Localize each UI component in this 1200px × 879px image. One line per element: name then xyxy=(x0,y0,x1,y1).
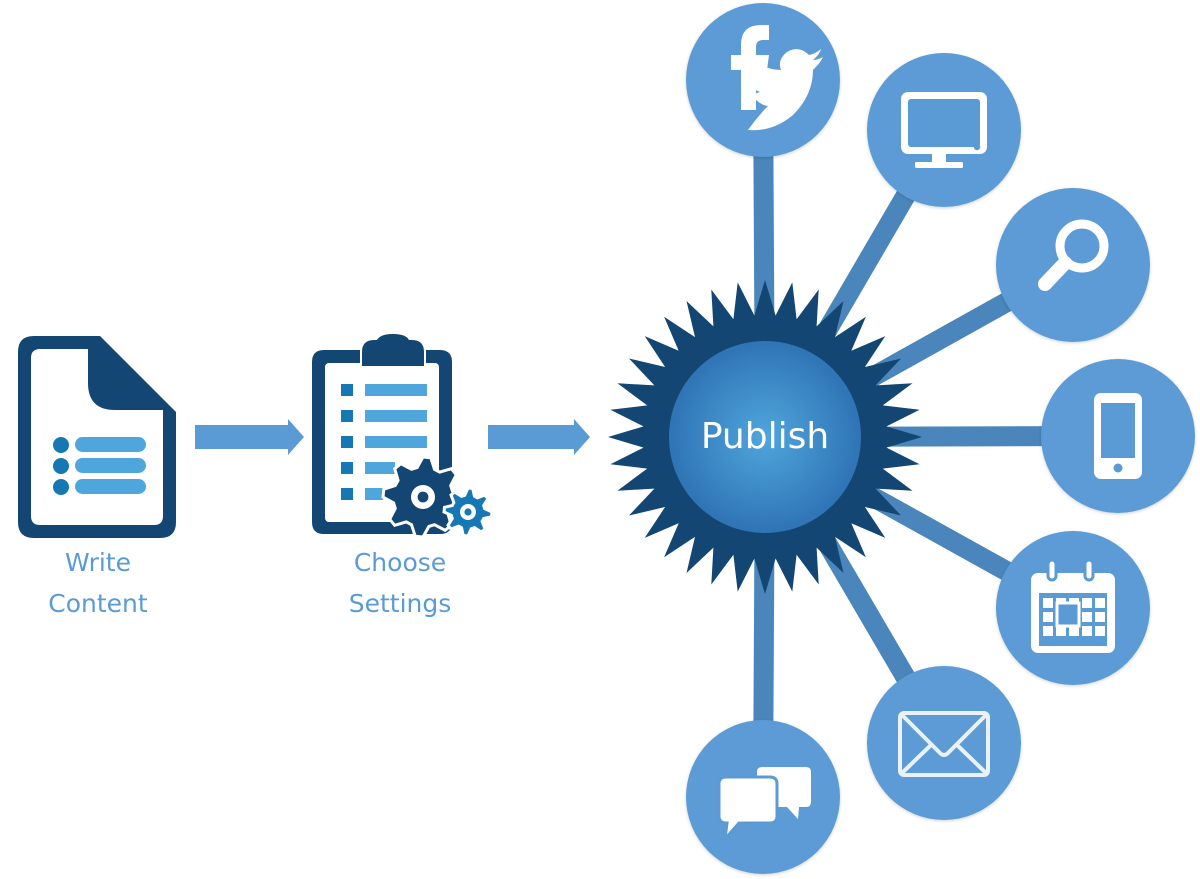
channel-mobile[interactable] xyxy=(1041,359,1195,513)
magnifier-icon xyxy=(1038,219,1109,291)
publish-label[interactable]: Publish xyxy=(700,416,830,457)
calendar-day-cell xyxy=(1095,612,1105,622)
calendar-day-cell xyxy=(1082,612,1092,622)
envelope-frame xyxy=(898,711,990,777)
text-line xyxy=(75,437,146,452)
publish-circle[interactable] xyxy=(669,341,861,533)
write-content-label-line2: Content xyxy=(48,589,148,618)
gear-large-icon xyxy=(381,455,465,539)
channel-desktop[interactable] xyxy=(867,53,1021,207)
chat-bubbles-icon xyxy=(717,767,811,844)
channel-email[interactable] xyxy=(867,666,1021,820)
bullet-dot xyxy=(53,458,69,474)
envelope-flap xyxy=(900,713,988,757)
smartphone-icon xyxy=(1094,393,1142,479)
calendar-highlight xyxy=(1055,601,1081,628)
bullet-dot xyxy=(53,437,69,453)
monitor-base xyxy=(915,162,963,168)
monitor-icon xyxy=(901,92,987,168)
choose-settings-icon xyxy=(312,334,494,539)
calendar-day-cell xyxy=(1056,626,1066,636)
choose-settings-label-line2: Settings xyxy=(348,589,452,618)
bullet-dot xyxy=(53,479,69,495)
publish-hub[interactable] xyxy=(608,280,922,594)
magnifier-handle xyxy=(1038,256,1072,291)
write-content-icon xyxy=(18,336,176,538)
calendar-day-cell xyxy=(1082,598,1092,608)
channel-social-media[interactable] xyxy=(686,3,840,157)
calendar-day-cell xyxy=(1082,626,1092,636)
twitter-icon xyxy=(747,49,823,131)
envelope-icon xyxy=(898,711,990,777)
calendar-day-cell xyxy=(1043,612,1053,622)
envelope-fold xyxy=(955,743,988,775)
channel-calendar[interactable] xyxy=(996,531,1150,685)
gear-hub xyxy=(464,508,472,516)
channel-chat[interactable] xyxy=(686,720,840,874)
channel-circle[interactable] xyxy=(867,666,1021,820)
gear-small-icon xyxy=(442,486,494,538)
power-led xyxy=(973,143,981,151)
channel-group xyxy=(686,3,1195,874)
magnifier-lens xyxy=(1055,219,1109,273)
phone-button xyxy=(1113,463,1123,473)
clipboard-clip xyxy=(362,334,424,366)
gear-hub xyxy=(417,491,429,503)
arrow-settings-to-publish xyxy=(488,419,590,455)
calendar-day-cell xyxy=(1069,626,1079,636)
monitor-screen xyxy=(908,99,980,147)
write-content-label: Write Content xyxy=(28,542,168,624)
calendar-icon xyxy=(1031,558,1115,653)
calendar-ring xyxy=(1083,558,1095,582)
chat-bubble-front xyxy=(717,775,779,844)
facebook-twitter-icon xyxy=(731,25,823,131)
checklist xyxy=(341,384,427,500)
choose-settings-label: Choose Settings xyxy=(330,542,470,624)
write-content-label-line1: Write xyxy=(64,548,131,577)
calendar-day-cell xyxy=(1095,626,1105,636)
calendar-day-cell xyxy=(1043,598,1053,608)
calendar-day-cell xyxy=(1043,626,1053,636)
channel-search[interactable] xyxy=(996,188,1150,342)
choose-settings-label-line1: Choose xyxy=(353,548,447,577)
monitor-neck xyxy=(932,154,946,162)
arrow-write-to-settings xyxy=(195,419,304,455)
calendar-day-cell xyxy=(1095,598,1105,608)
text-line xyxy=(75,458,146,473)
envelope-fold xyxy=(900,743,933,775)
text-line xyxy=(75,479,146,494)
phone-screen xyxy=(1101,403,1135,458)
calendar-ring xyxy=(1046,558,1058,582)
